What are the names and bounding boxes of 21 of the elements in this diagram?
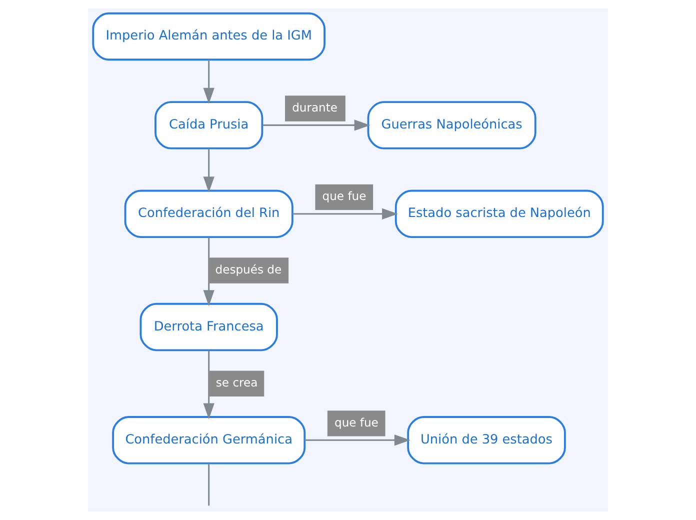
node-box: Caída Prusia <box>154 101 264 150</box>
arrow <box>292 208 398 220</box>
node-box: Imperio Alemán antes de la IGM <box>92 12 326 61</box>
edge-label: durante <box>292 100 338 114</box>
arrow <box>304 434 410 446</box>
node-box: Confederación del Rin <box>124 190 294 238</box>
node-box: Derrota Francesa <box>140 302 278 352</box>
arrow <box>203 350 214 420</box>
node-box: Estado sacrista de Napoleón <box>394 190 604 238</box>
edge-label: después de <box>215 262 282 276</box>
edge-label: que fue <box>334 415 378 430</box>
node-box: Unión de 39 estados <box>407 416 566 464</box>
connector <box>208 464 210 506</box>
node-box: Guerras Napoleónicas <box>367 101 536 150</box>
edge-label: se crea <box>216 375 258 390</box>
arrow <box>262 120 370 131</box>
node-box: Confederación Germánica <box>112 416 306 464</box>
arrow <box>203 238 214 306</box>
arrow <box>203 148 214 193</box>
arrow <box>203 60 214 104</box>
edge-label: que fue <box>322 189 366 204</box>
